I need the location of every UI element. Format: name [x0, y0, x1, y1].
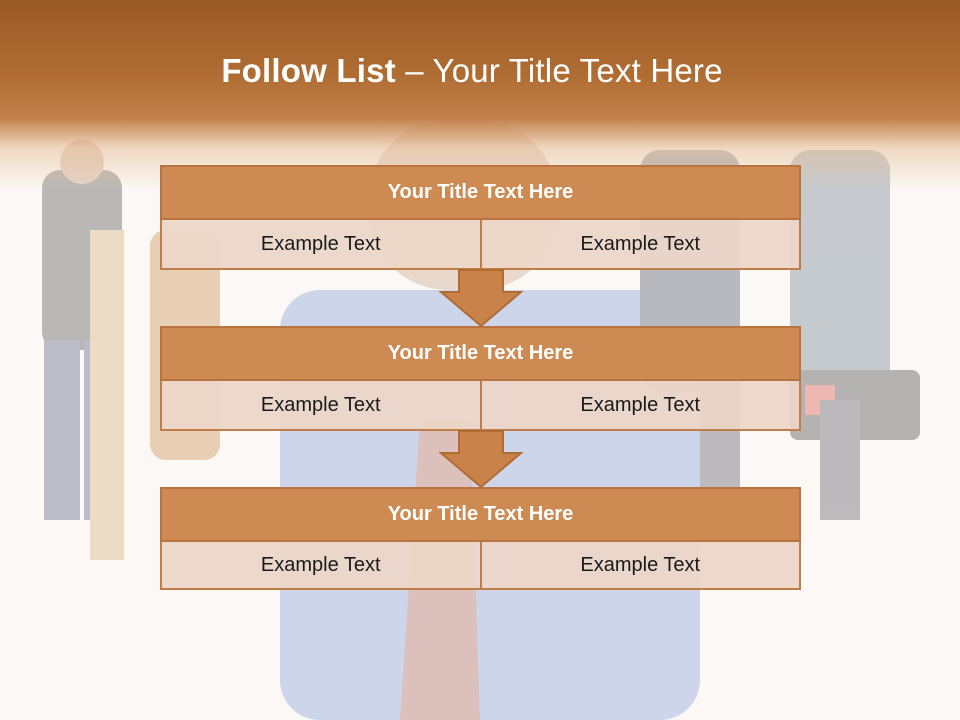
slide-title-rest: – Your Title Text Here [395, 52, 723, 89]
down-arrow-icon [438, 269, 524, 328]
block-title: Your Title Text Here [160, 165, 801, 220]
block-cell-left: Example Text [160, 542, 482, 590]
block-title: Your Title Text Here [160, 487, 801, 542]
block-cell-right: Example Text [481, 220, 801, 270]
block-row: Example Text Example Text [160, 220, 801, 270]
list-block-2: Your Title Text Here Example Text Exampl… [160, 326, 801, 431]
list-block-1: Your Title Text Here Example Text Exampl… [160, 165, 801, 270]
slide-title: Follow List – Your Title Text Here [0, 52, 944, 90]
block-cell-right: Example Text [481, 542, 801, 590]
block-title: Your Title Text Here [160, 326, 801, 381]
slide-title-bold: Follow List [221, 52, 396, 89]
block-cell-left: Example Text [160, 220, 482, 270]
header-band [0, 0, 960, 190]
block-row: Example Text Example Text [160, 542, 801, 590]
block-cell-left: Example Text [160, 381, 482, 431]
block-row: Example Text Example Text [160, 381, 801, 431]
down-arrow-icon [438, 430, 524, 489]
list-block-3: Your Title Text Here Example Text Exampl… [160, 487, 801, 590]
block-cell-right: Example Text [481, 381, 801, 431]
